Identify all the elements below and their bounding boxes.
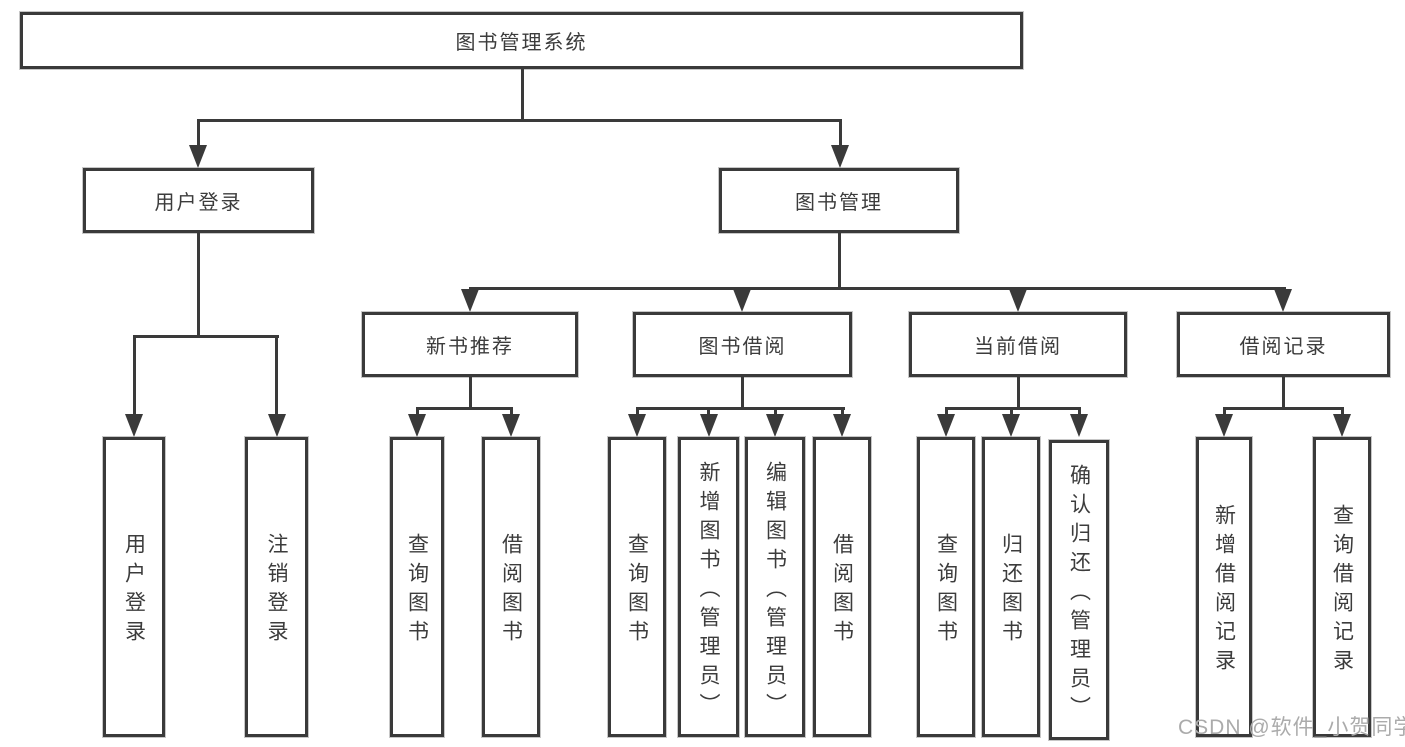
arrow-down-icon (502, 414, 520, 437)
arrow-down-icon (408, 414, 426, 437)
connector-hline (944, 407, 1081, 410)
arrow-down-icon (1333, 414, 1351, 437)
arrow-down-icon (1009, 289, 1027, 312)
node-library-system: 图书管理系统 (20, 12, 1023, 69)
arrow-down-icon (1002, 414, 1020, 437)
node-new-book-recommend: 新书推荐 (362, 312, 578, 377)
connector-vline (635, 408, 639, 416)
arrow-down-icon (937, 414, 955, 437)
node-label: 用户登录 (154, 192, 243, 214)
connector-vline (1281, 377, 1285, 409)
connector-hline (468, 287, 1286, 290)
connector-vline (741, 377, 744, 409)
arrow-down-icon (125, 414, 143, 437)
node-label: 图书管理 (795, 192, 883, 214)
connector-hline (1222, 407, 1344, 410)
connector-hline (415, 407, 513, 410)
connector-vline (509, 408, 513, 416)
leaf-query-books-borrow: 查询图书 (608, 437, 666, 737)
node-label: 借阅记录 (1239, 336, 1328, 358)
node-borrow-records: 借阅记录 (1177, 312, 1390, 377)
connector-vline (837, 233, 841, 289)
leaf-label: 借阅图书 (499, 533, 523, 649)
connector-vline (944, 408, 948, 416)
leaf-query-books-current: 查询图书 (917, 437, 975, 737)
arrow-down-icon (733, 289, 751, 312)
leaf-borrow-books-recommend: 借阅图书 (482, 437, 540, 737)
leaf-label: 借阅图书 (830, 533, 854, 649)
connector-vline (707, 408, 710, 416)
node-book-management: 图书管理 (719, 168, 959, 233)
arrow-down-icon (766, 414, 784, 437)
leaf-edit-book-admin: 编辑图书（管理员） (745, 437, 805, 737)
leaf-label: 新增借阅记录 (1212, 504, 1236, 678)
connector-vline (1016, 377, 1020, 409)
connector-vline (838, 120, 842, 146)
leaf-label: 查询图书 (625, 533, 649, 649)
connector-vline (1077, 408, 1081, 416)
arrow-down-icon (1070, 414, 1088, 437)
leaf-label: 新增图书（管理员） (697, 460, 720, 722)
watermark: CSDN @软件_小贺同学 (1178, 716, 1405, 739)
arrow-down-icon (1215, 414, 1233, 437)
leaf-query-books-recommend: 查询图书 (390, 437, 444, 737)
connector-hline (196, 119, 842, 122)
arrow-down-icon (461, 289, 479, 312)
connector-vline (196, 233, 200, 337)
leaf-add-borrow-record: 新增借阅记录 (1196, 437, 1252, 737)
leaf-label: 归还图书 (999, 533, 1023, 649)
node-book-borrow: 图书借阅 (633, 312, 852, 377)
leaf-label: 确认归还（管理员） (1067, 463, 1091, 725)
connector-hline (635, 407, 845, 410)
leaf-user-login: 用户登录 (103, 437, 165, 737)
leaf-logout: 注销登录 (245, 437, 308, 737)
leaf-label: 查询图书 (405, 533, 429, 649)
leaf-add-book-admin: 新增图书（管理员） (678, 437, 739, 737)
connector-vline (132, 336, 136, 415)
leaf-label: 查询借阅记录 (1330, 504, 1354, 678)
leaf-confirm-return-admin: 确认归还（管理员） (1049, 440, 1109, 740)
connector-vline (1340, 408, 1344, 416)
leaf-label: 用户登录 (122, 533, 146, 649)
connector-vline (520, 67, 524, 120)
arrow-down-icon (699, 414, 718, 437)
connector-vline (468, 377, 472, 409)
arrow-down-icon (1274, 289, 1292, 312)
arrow-down-icon (189, 145, 207, 168)
leaf-label: 编辑图书（管理员） (763, 460, 787, 722)
connector-vline (1222, 408, 1226, 416)
arrow-down-icon (831, 145, 849, 168)
leaf-return-book: 归还图书 (982, 437, 1040, 737)
node-label: 新书推荐 (426, 336, 514, 358)
connector-vline (275, 336, 278, 415)
connector-vline (840, 408, 844, 416)
connector-vline (773, 408, 777, 416)
arrow-down-icon (267, 414, 286, 437)
leaf-label: 注销登录 (265, 533, 288, 649)
connector-vline (1009, 408, 1013, 416)
leaf-query-borrow-record: 查询借阅记录 (1313, 437, 1371, 737)
connector-hline (132, 335, 279, 338)
node-label: 图书管理系统 (455, 32, 588, 54)
connector-vline (415, 408, 419, 416)
node-current-borrow: 当前借阅 (909, 312, 1127, 377)
node-label: 图书借阅 (698, 336, 787, 358)
leaf-label: 查询图书 (934, 533, 958, 649)
connector-vline (196, 120, 200, 146)
arrow-down-icon (833, 414, 851, 437)
arrow-down-icon (628, 414, 646, 437)
node-label: 当前借阅 (974, 336, 1062, 358)
node-user-login: 用户登录 (83, 168, 314, 233)
leaf-borrow-books: 借阅图书 (813, 437, 871, 737)
